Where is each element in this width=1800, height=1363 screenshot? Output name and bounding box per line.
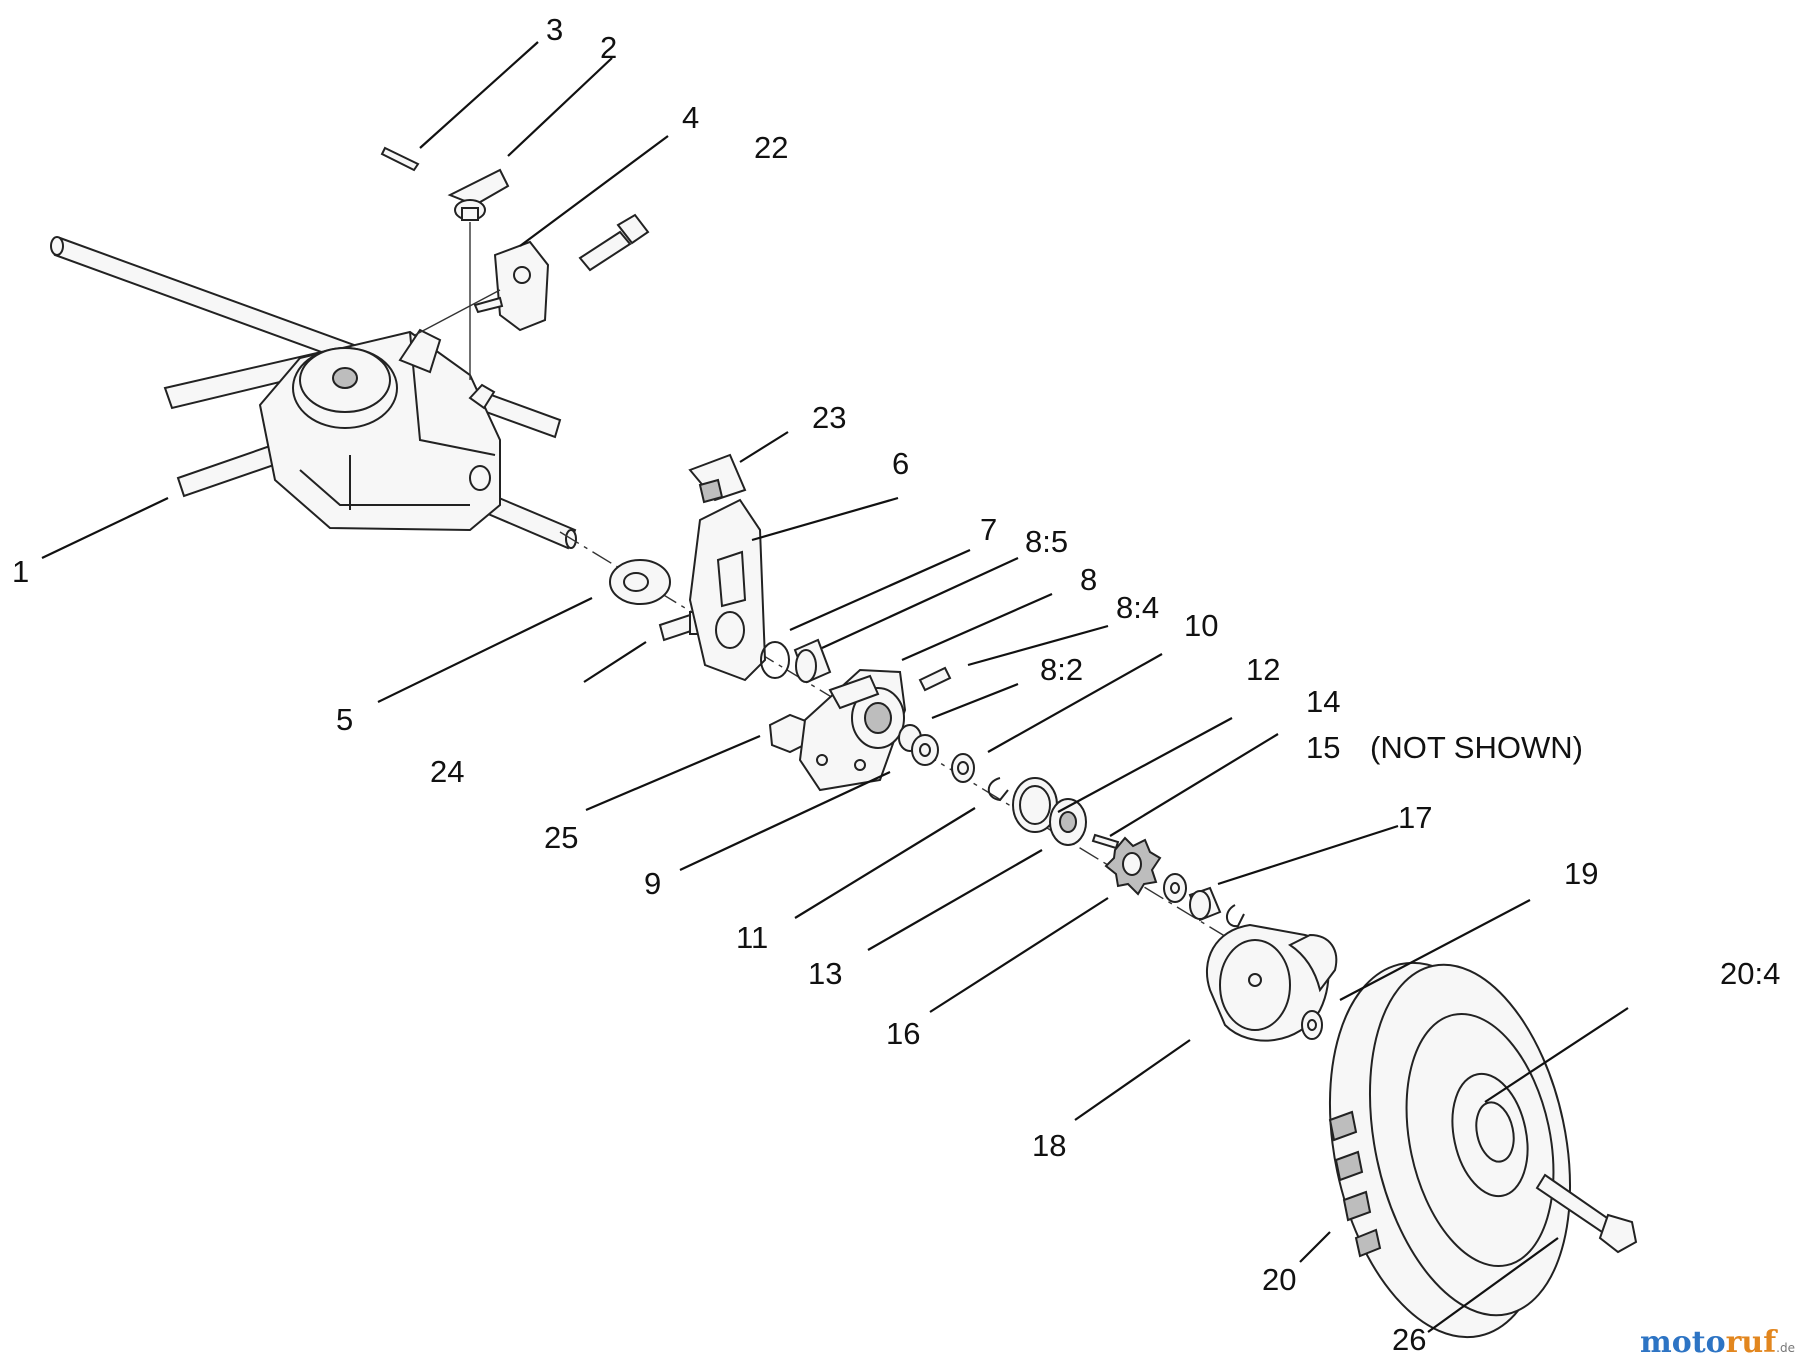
flat-washer: [609, 559, 671, 605]
callout-18: 18: [1032, 1128, 1066, 1163]
thrust-washer: [911, 734, 939, 766]
callout-7: 7: [980, 512, 997, 547]
callout-12: 12: [1246, 652, 1280, 687]
callout-14: 14: [1306, 684, 1340, 719]
motoruf-watermark: motoruf.de: [1640, 1325, 1795, 1360]
gear-washer: [1163, 873, 1187, 903]
callout-17: 17: [1398, 800, 1432, 835]
callout-8-2: 8:2: [1040, 652, 1083, 687]
callout-20: 20: [1262, 1262, 1296, 1297]
wheel-washer: [1301, 1010, 1323, 1040]
shift-lever-knob: [447, 168, 510, 221]
callout-23: 23: [812, 400, 846, 435]
callout-3: 3: [546, 12, 563, 47]
drive-pulley: [292, 347, 398, 429]
leader-lines: [41, 41, 1629, 1333]
bracket-bolt: [578, 213, 650, 272]
watermark-suffix: .de: [1776, 1341, 1795, 1355]
spacer-washer: [951, 753, 975, 783]
callout-8-5: 8:5: [1025, 524, 1068, 559]
callout-4: 4: [682, 100, 699, 135]
cotter-pin: [380, 146, 420, 172]
callout-11: 11: [736, 920, 768, 955]
callout-20-4: 20:4: [1720, 956, 1780, 991]
retaining-ring: [760, 641, 790, 679]
grease-fitting: [918, 666, 952, 692]
callout-labels: 1 2 3 4 5 6 7 8:5 8 8:4 8:2 9 10 11 12 1…: [12, 12, 1780, 1357]
callout-22: 22: [754, 130, 788, 165]
e-clip: [987, 777, 1009, 802]
height-adjuster-plate: [688, 498, 767, 682]
callout-15: 15: [1306, 730, 1340, 765]
watermark-part-2: ruf: [1726, 1325, 1779, 1360]
cable-bracket: [473, 240, 550, 332]
callout-5: 5: [336, 702, 353, 737]
callout-25: 25: [544, 820, 578, 855]
hair-pin-clip: [1226, 904, 1245, 928]
callout-19: 19: [1564, 856, 1598, 891]
callout-not-shown: (NOT SHOWN): [1370, 730, 1583, 765]
callout-26: 26: [1392, 1322, 1426, 1357]
callout-6: 6: [892, 446, 909, 481]
callout-10: 10: [1184, 608, 1218, 643]
bushing: [793, 638, 832, 684]
drive-pinion-gear: [1104, 836, 1162, 896]
callout-8: 8: [1080, 562, 1097, 597]
ratchet-ring: [1012, 777, 1058, 833]
callout-1: 1: [12, 554, 29, 589]
callout-9: 9: [644, 866, 661, 901]
hubcap: [1405, 1012, 1555, 1268]
callout-8-4: 8:4: [1116, 590, 1159, 625]
callout-24: 24: [430, 754, 464, 789]
wheel-bushing: [1188, 886, 1222, 922]
adjuster-clip: [688, 453, 747, 504]
callout-2: 2: [600, 30, 617, 65]
svg-text:motoruf.de: motoruf.de: [1640, 1325, 1795, 1360]
gear-case-assembly: [798, 668, 907, 792]
wheel-bolt: [1535, 1173, 1638, 1254]
roll-pin: [1091, 833, 1120, 850]
watermark-part-1: moto: [1640, 1325, 1726, 1360]
wheel-gear-cover: [1205, 923, 1338, 1042]
callout-16: 16: [886, 1016, 920, 1051]
callout-13: 13: [808, 956, 842, 991]
